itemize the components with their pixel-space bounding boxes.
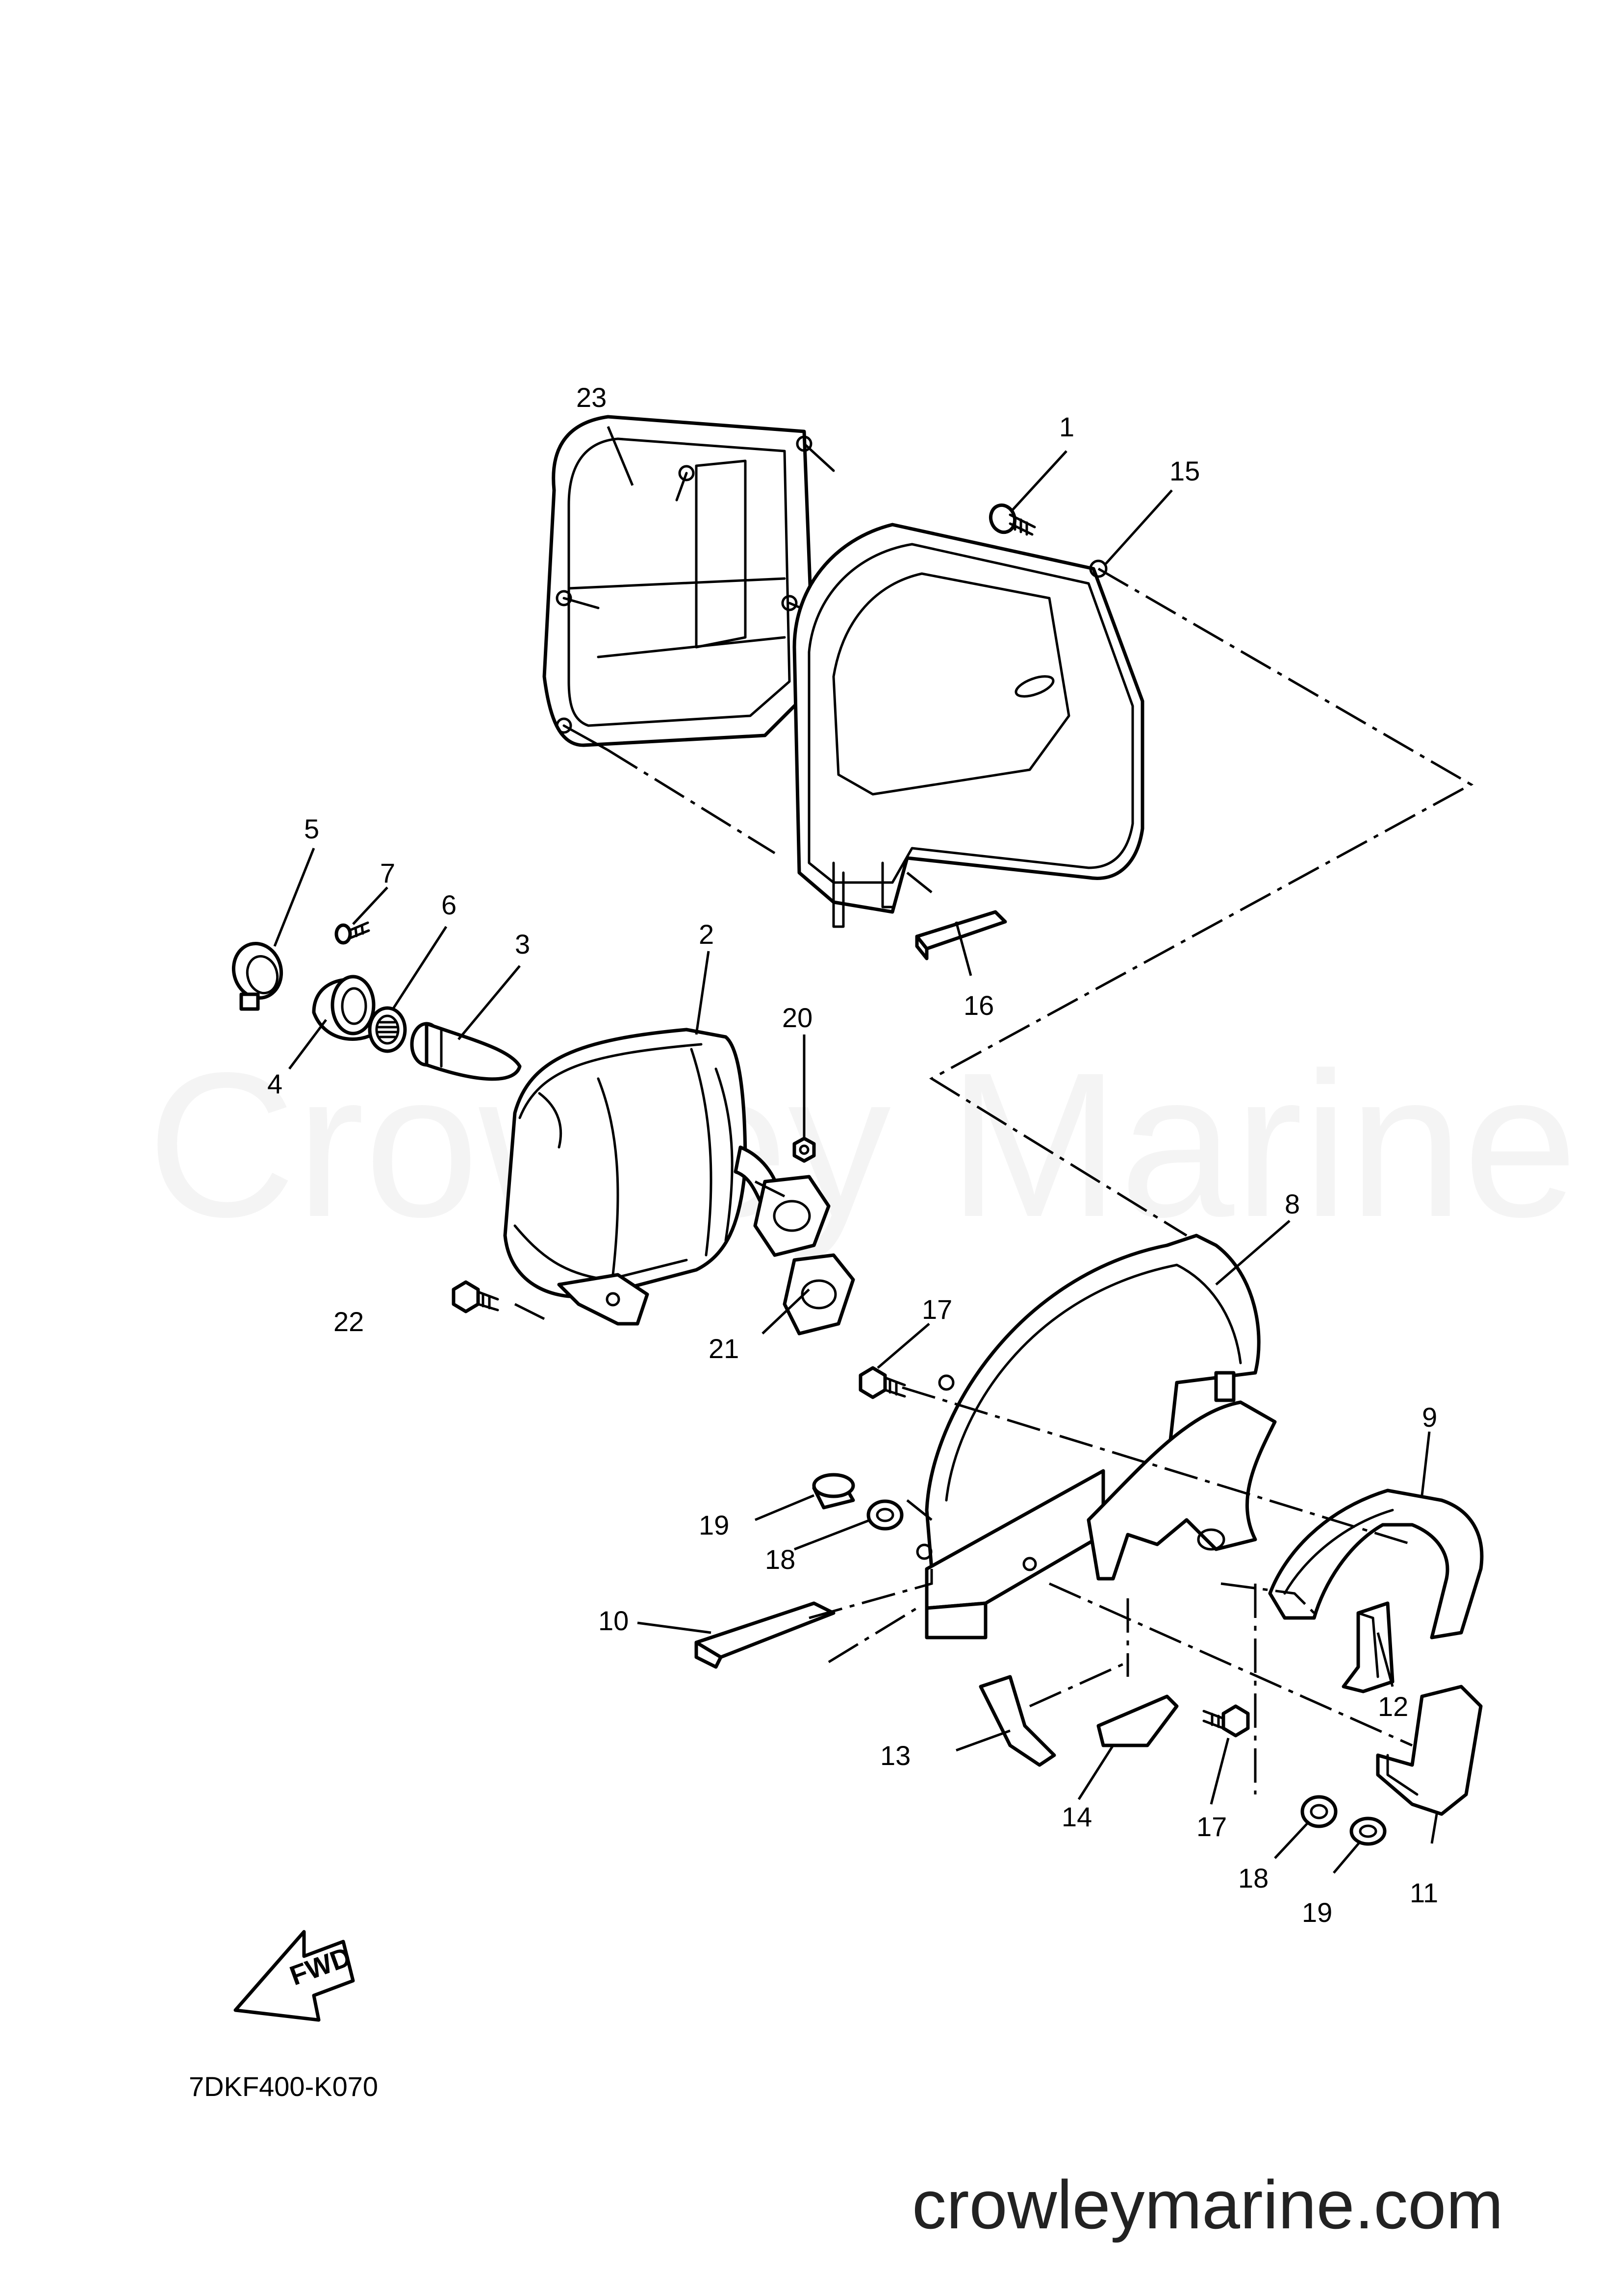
part-2-silencer <box>503 1028 831 1326</box>
callout-13: 13 <box>880 1740 911 1771</box>
part-9-rubber-seal <box>1268 1489 1484 1640</box>
part-8-lower-cover <box>916 1234 1277 1640</box>
part-20-nut <box>792 1136 816 1163</box>
callout-21: 21 <box>709 1333 739 1364</box>
callout-15: 15 <box>1169 455 1200 486</box>
part-3-funnel <box>410 1022 522 1081</box>
part-18-grommet-lower <box>1300 1795 1338 1828</box>
callout-4: 4 <box>267 1068 282 1099</box>
part-19-collar-lower <box>1349 1817 1387 1846</box>
callout-2: 2 <box>699 919 714 950</box>
callout-19-lower: 19 <box>1302 1897 1332 1928</box>
part-13-bracket <box>979 1675 1056 1767</box>
callout-14: 14 <box>1062 1801 1092 1832</box>
callout-6: 6 <box>441 889 457 920</box>
part-17-bolt-lower <box>1202 1704 1250 1738</box>
callout-23: 23 <box>576 382 607 413</box>
assembly-lines <box>514 567 1474 1794</box>
site-url: crowleymarine.com <box>912 2166 1503 2243</box>
part-16-foam-strip <box>915 910 1007 960</box>
part-10-foam-strip <box>694 1601 836 1669</box>
callout-11: 11 <box>1410 1877 1438 1908</box>
callout-5: 5 <box>304 813 319 844</box>
leader-lines <box>273 426 1438 1874</box>
callout-7: 7 <box>380 858 395 888</box>
callout-3: 3 <box>515 929 530 959</box>
callout-12: 12 <box>1378 1691 1408 1722</box>
part-23-upper-frame <box>542 415 835 752</box>
fwd-arrow-icon: FWD <box>233 1930 355 2022</box>
callout-labels: 23 1 15 5 7 6 3 2 4 20 16 8 22 21 17 9 1… <box>267 382 1438 1928</box>
callout-18-lower: 18 <box>1238 1863 1269 1893</box>
part-15-intake-cover <box>792 523 1144 928</box>
part-14-bracket <box>1096 1694 1179 1747</box>
part-22-bolt <box>452 1280 499 1313</box>
callout-18-upper: 18 <box>765 1544 795 1575</box>
drawing-code: 7DKF400-K070 <box>189 2071 378 2102</box>
part-12-seal-block <box>1342 1601 1395 1693</box>
part-6-screen <box>368 1006 407 1053</box>
callout-17-lower: 17 <box>1196 1811 1227 1842</box>
watermark: Crowley Marine <box>147 1030 1577 1261</box>
callout-9: 9 <box>1422 1402 1437 1433</box>
part-1-screw <box>989 503 1036 536</box>
callout-16: 16 <box>964 990 994 1021</box>
part-5-clamp <box>231 941 283 1011</box>
callout-17-upper: 17 <box>922 1294 952 1325</box>
callout-8: 8 <box>1285 1188 1300 1219</box>
part-4-sleeve <box>312 975 376 1041</box>
part-18-grommet-upper <box>866 1499 904 1531</box>
callout-20: 20 <box>782 1002 812 1033</box>
part-11-seal-block <box>1376 1685 1483 1816</box>
callout-10: 10 <box>598 1605 629 1636</box>
part-19-collar-upper <box>812 1473 855 1510</box>
part-7-screw <box>334 921 370 945</box>
callout-1: 1 <box>1059 411 1074 442</box>
callout-22: 22 <box>333 1306 364 1337</box>
part-17-bolt-upper <box>859 1366 906 1399</box>
callout-19-upper: 19 <box>699 1510 729 1540</box>
part-21-gasket <box>783 1253 855 1336</box>
